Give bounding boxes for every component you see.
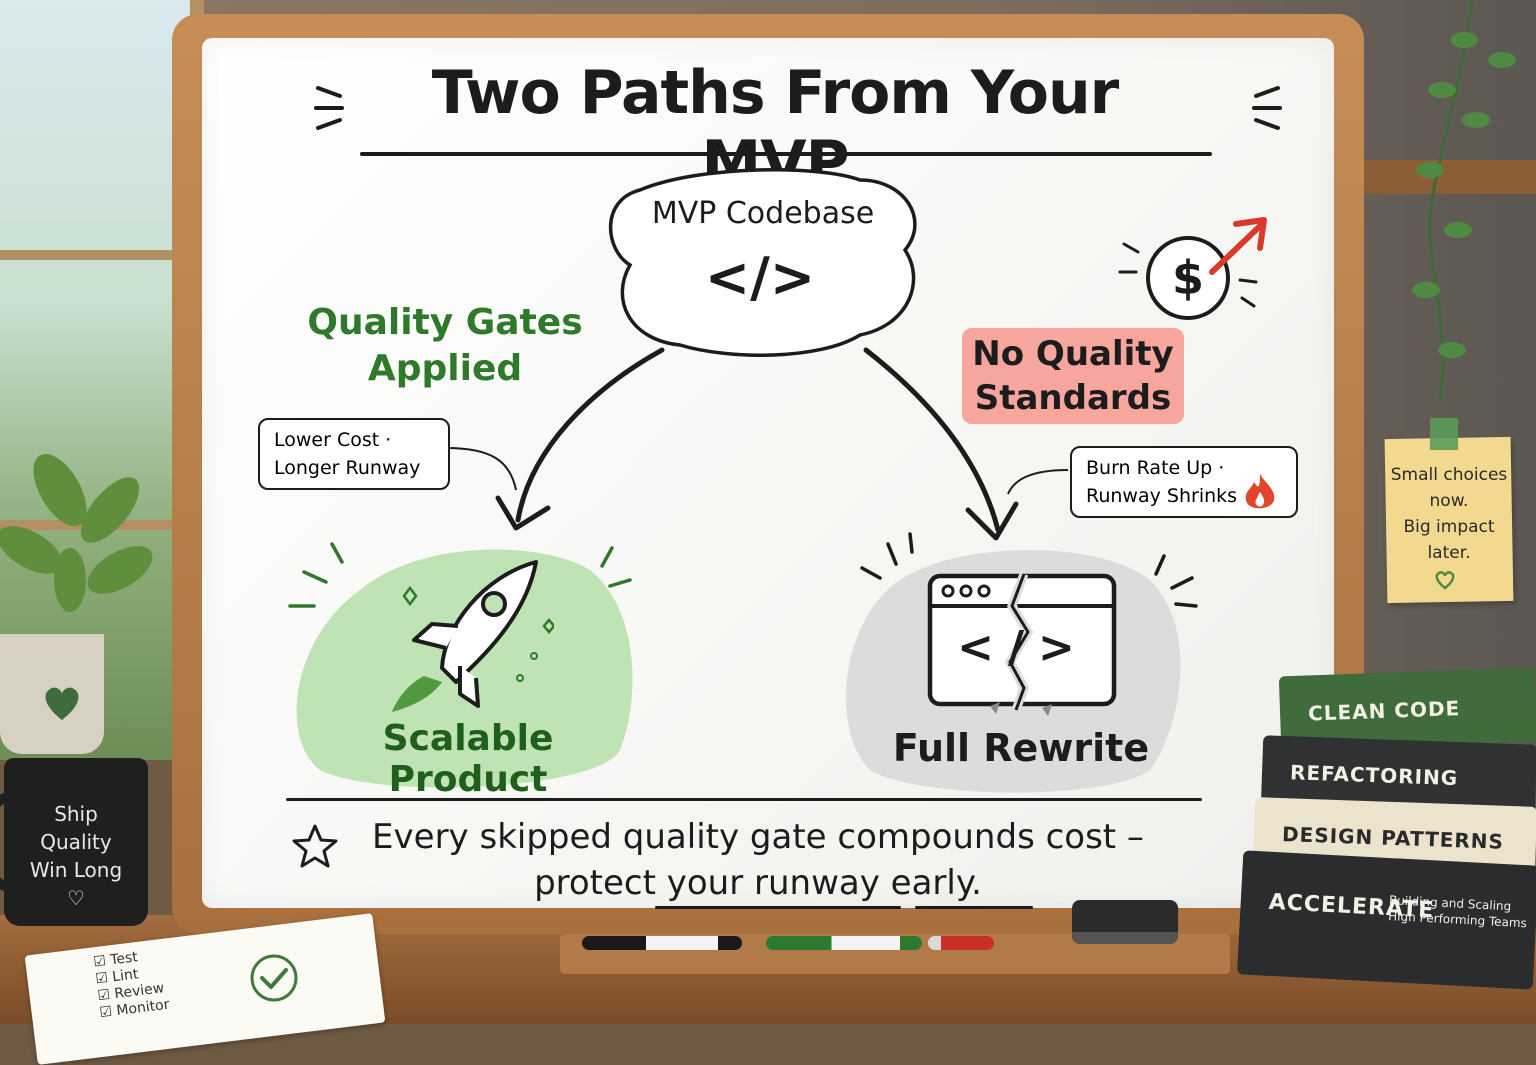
code-icon: </>	[704, 246, 816, 309]
mvp-cloud-shape	[608, 168, 917, 357]
rocket-icon	[392, 560, 554, 712]
mug	[4, 758, 148, 926]
footer-line-1: Every skipped quality gate compounds cos…	[372, 817, 1144, 857]
hanging-plant-icon	[1412, 0, 1516, 401]
scalable-product-label: Scalable Product	[382, 718, 554, 800]
title-sparkle-left-icon	[314, 86, 344, 130]
footer-underline-runway	[655, 906, 901, 909]
board-title: Two Paths From Your MVP	[431, 58, 1120, 198]
arrow-to-rewrite	[863, 347, 1001, 533]
arrow-head-left	[495, 495, 551, 531]
potted-plant-icon	[0, 453, 153, 612]
svg-text:$: $	[1172, 251, 1204, 305]
footer-line-2: protect your runway early.	[534, 863, 982, 903]
wall-shelf	[1360, 160, 1536, 194]
star-icon	[292, 824, 338, 868]
heart-icon	[1435, 571, 1455, 590]
window-code-icon: </>	[957, 622, 1089, 673]
eraser-felt	[1072, 932, 1178, 944]
quality-gates-label: Quality Gates Applied	[307, 302, 583, 389]
red-marker[interactable]	[928, 936, 994, 950]
footer-divider	[286, 798, 1202, 801]
arrow-head-right	[965, 501, 1019, 541]
check-icon	[250, 954, 298, 1002]
full-rewrite-label: Full Rewrite	[892, 726, 1150, 770]
no-quality-standards-label: No Quality Standards	[962, 328, 1184, 424]
pot-heart-icon	[45, 687, 79, 720]
trend-up-arrow-icon	[1209, 217, 1267, 275]
flame-icon	[1245, 474, 1275, 509]
title-sparkle-right-icon	[1252, 86, 1282, 130]
sticky-note-text: Small choices now. Big impact later.	[1390, 465, 1508, 563]
window	[0, 0, 204, 760]
sticky-tape	[1430, 418, 1458, 450]
mvp-codebase-label: MVP Codebase	[651, 196, 875, 231]
arrow-to-scalable	[515, 347, 665, 523]
broken-window-icon	[927, 572, 1117, 716]
footer-message: Every skipped quality gate compounds cos…	[368, 814, 1148, 906]
black-marker[interactable]	[582, 936, 742, 950]
mug-text: Ship Quality Win Long ♡	[29, 802, 123, 910]
green-marker[interactable]	[766, 936, 922, 950]
title-underline	[360, 152, 1212, 156]
dollar-icon: $	[1118, 236, 1258, 320]
lower-cost-note: Lower Cost · Longer Runway	[258, 418, 450, 490]
footer-underline-early	[915, 906, 1033, 909]
